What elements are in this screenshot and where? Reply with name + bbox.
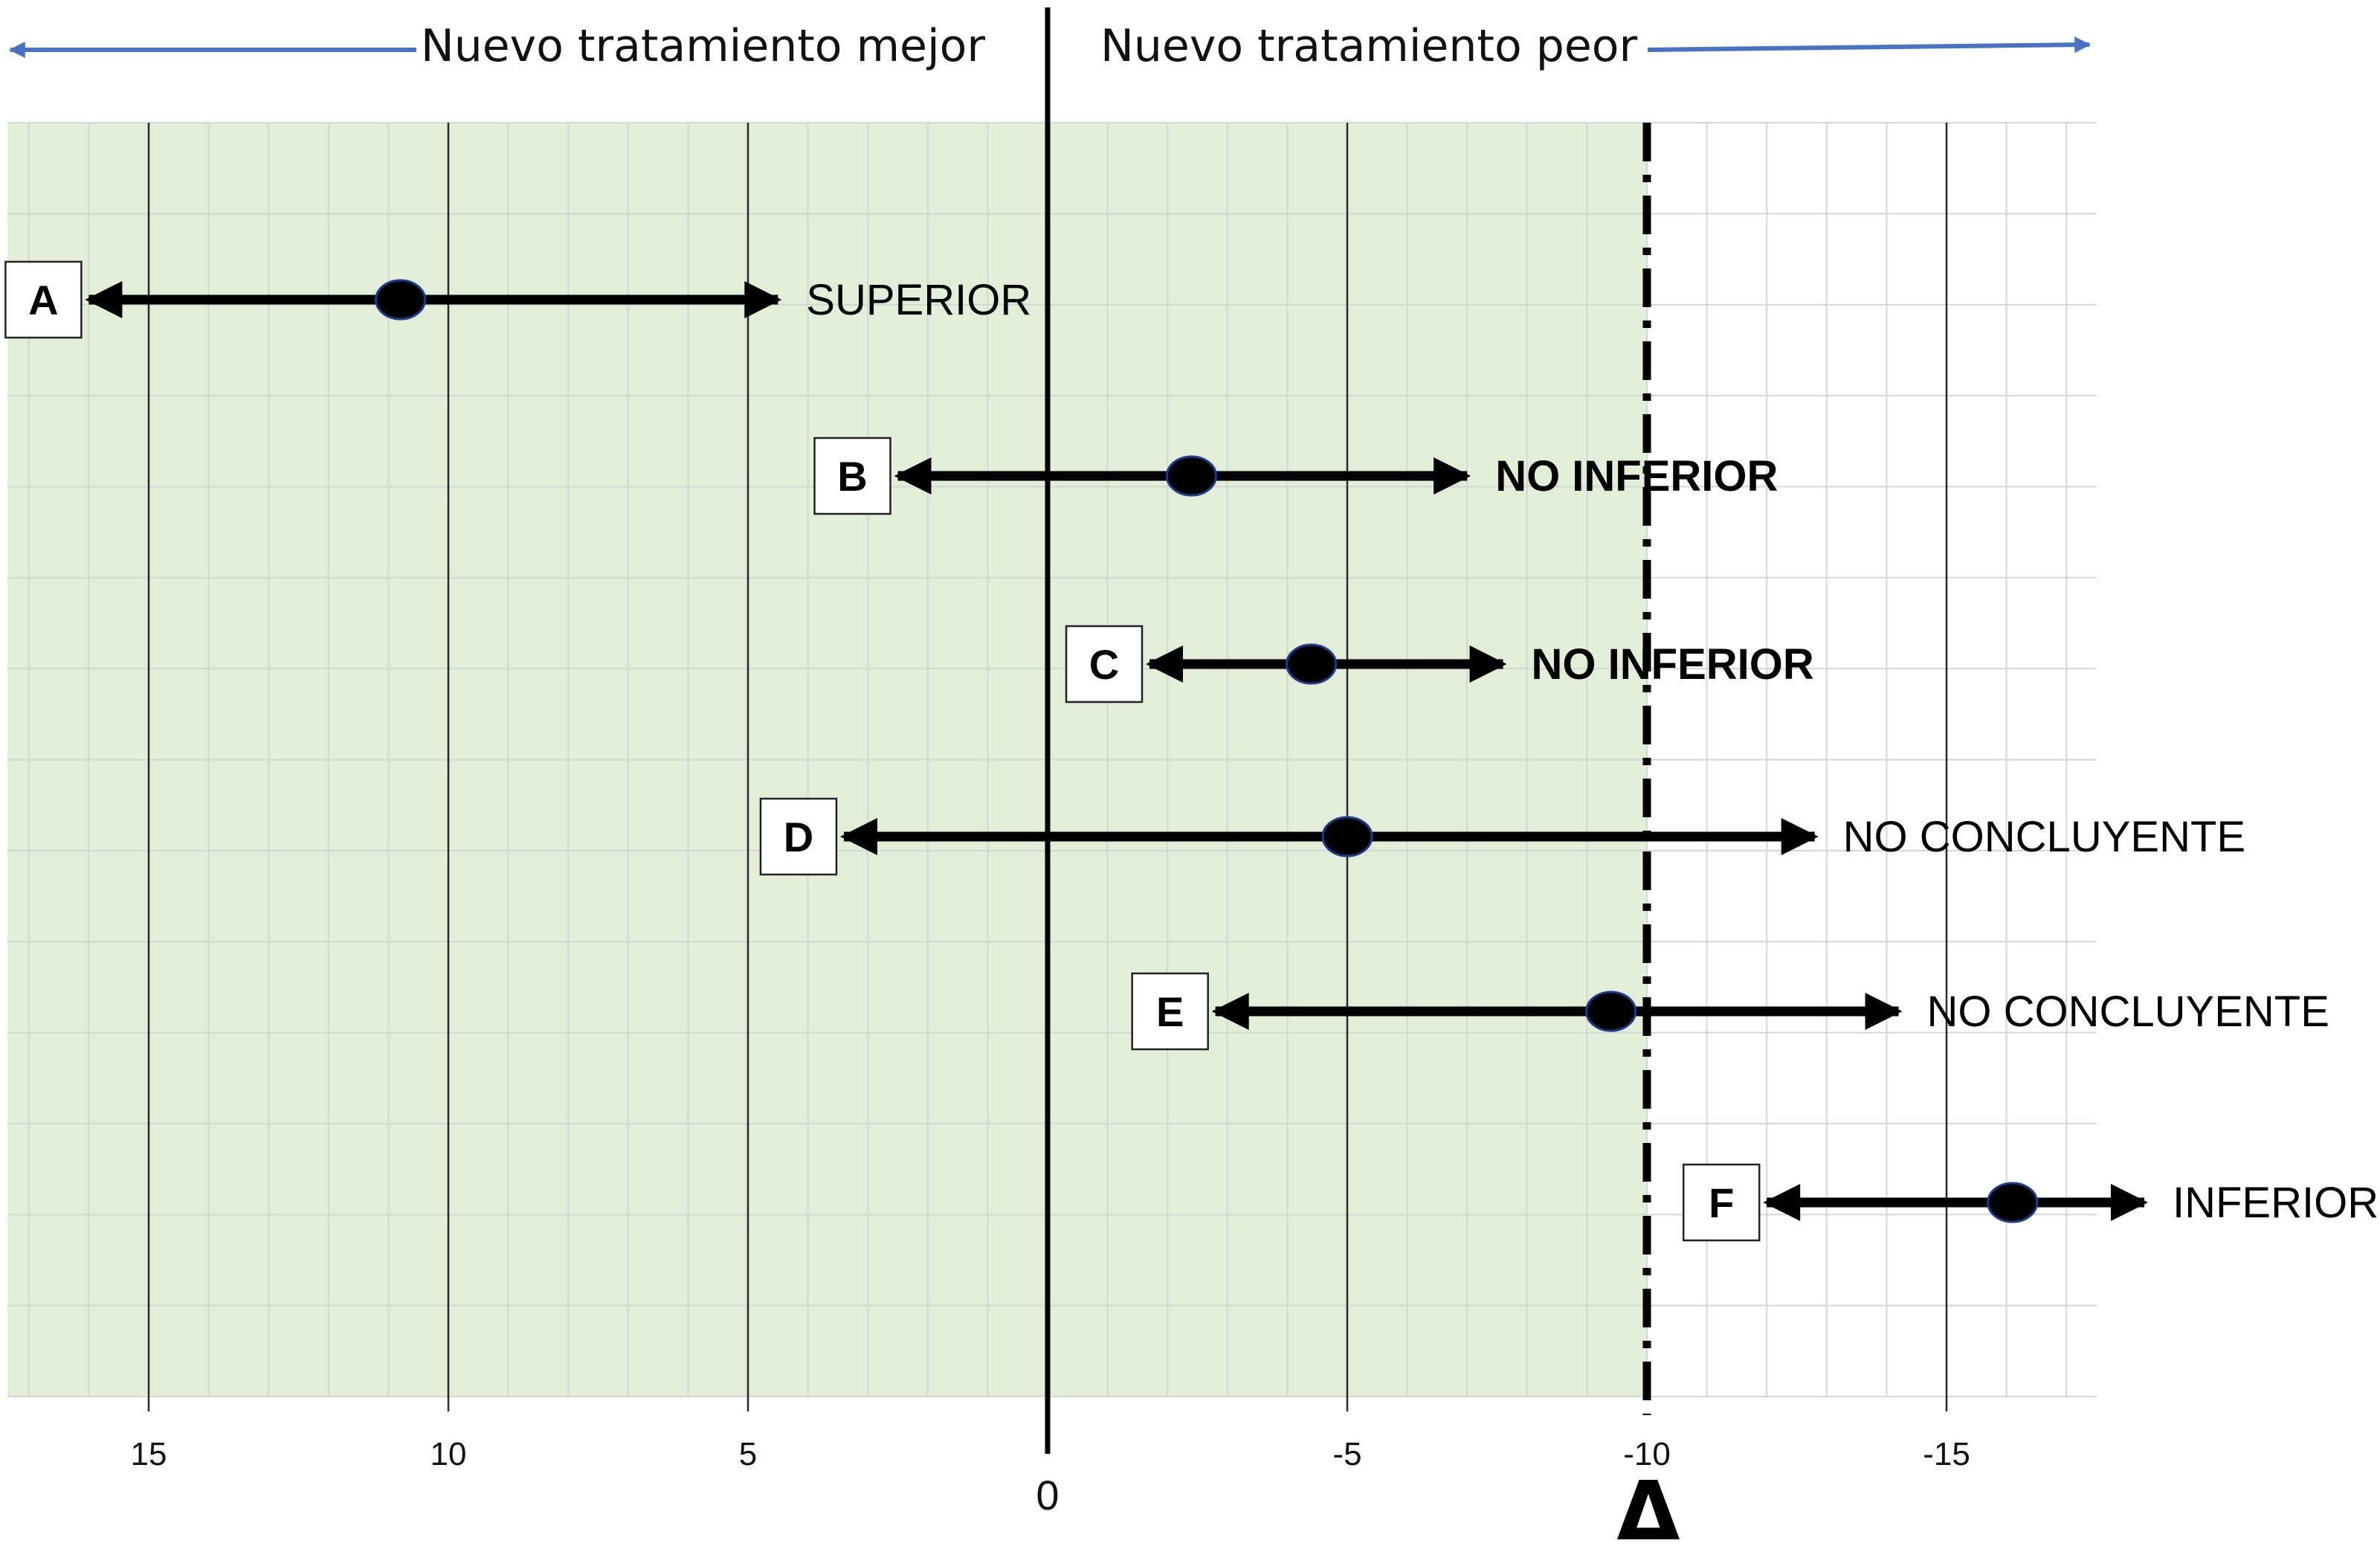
result-label: INFERIOR bbox=[2173, 1179, 2379, 1227]
tick-label: -15 bbox=[1923, 1436, 1970, 1472]
point-estimate bbox=[1321, 816, 1373, 857]
result-label: NO INFERIOR bbox=[1495, 452, 1778, 500]
row-label: D bbox=[784, 814, 813, 860]
point-estimate bbox=[1585, 991, 1637, 1032]
row-label: F bbox=[1709, 1179, 1734, 1226]
row-d: D NO CONCLUYENTE bbox=[759, 797, 2245, 876]
row-label-box bbox=[1682, 1163, 1761, 1242]
tick-label: 10 bbox=[430, 1436, 467, 1472]
row-c: C NO INFERIOR bbox=[1065, 625, 1814, 703]
header-arrow-right bbox=[1647, 36, 2092, 54]
row-a: A SUPERIOR bbox=[4, 260, 1031, 339]
point-estimate bbox=[1286, 643, 1338, 685]
point-estimate bbox=[375, 279, 427, 321]
row-label-box bbox=[1131, 972, 1209, 1051]
tick-label: 15 bbox=[131, 1436, 167, 1472]
row-label-box bbox=[4, 260, 83, 339]
row-label-box bbox=[759, 797, 838, 876]
point-estimate bbox=[1165, 455, 1217, 497]
margin-label: Δ bbox=[1616, 1463, 1680, 1549]
header-right: Nuevo tratamiento peor bbox=[1100, 20, 1637, 72]
result-label: NO CONCLUYENTE bbox=[1843, 813, 2245, 861]
row-label: C bbox=[1089, 641, 1119, 688]
tick-label-zero: 0 bbox=[1036, 1472, 1059, 1519]
row-f: F INFERIOR bbox=[1682, 1163, 2379, 1242]
row-label: A bbox=[28, 277, 58, 323]
row-label: B bbox=[837, 453, 867, 500]
result-label: SUPERIOR bbox=[806, 276, 1031, 324]
tick-label: -5 bbox=[1332, 1436, 1361, 1472]
row-b: B NO INFERIOR bbox=[813, 437, 1778, 515]
row-e: E NO CONCLUYENTE bbox=[1131, 972, 2329, 1051]
row-label-box bbox=[1065, 625, 1144, 703]
tick-label: -10 bbox=[1623, 1436, 1671, 1472]
row-label: E bbox=[1156, 988, 1184, 1035]
point-estimate bbox=[1987, 1182, 2039, 1223]
result-label: NO CONCLUYENTE bbox=[1927, 988, 2329, 1036]
row-label-box bbox=[813, 437, 891, 515]
header-left: Nuevo tratamiento mejor bbox=[421, 20, 985, 72]
tick-label: 5 bbox=[739, 1436, 757, 1472]
result-label: NO INFERIOR bbox=[1532, 640, 1814, 689]
